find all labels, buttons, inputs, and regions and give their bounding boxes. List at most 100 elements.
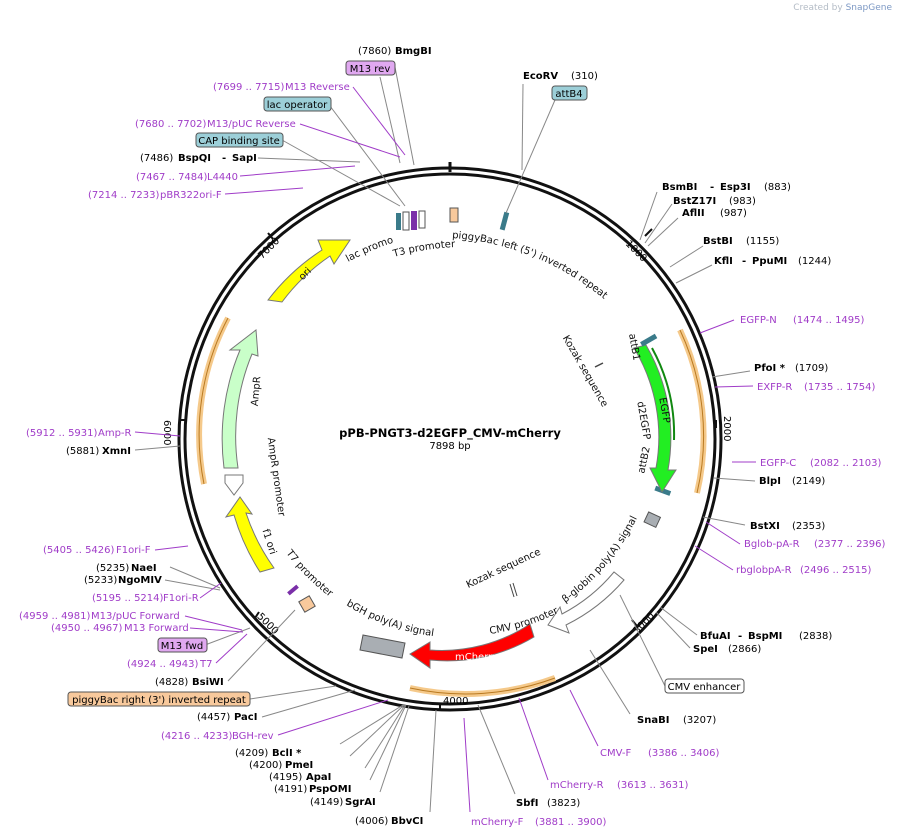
enzyme-bfuai-bspmi[interactable]: BfuAI - BspMI (2838) [700, 631, 832, 642]
enzyme-sgrai[interactable]: (4149) SgrAI [310, 797, 376, 808]
attb4-box [551, 85, 588, 101]
m13fwd-box-label: M13 fwd [161, 641, 203, 652]
enzyme-blpi[interactable]: BlpI (2149) [759, 476, 825, 487]
enzyme-name: BfuAI [700, 631, 731, 642]
enzyme-kfli-ppumi[interactable]: KflI - PpuMI (1244) [714, 256, 831, 267]
primer-m13rev[interactable]: (7699 .. 7715) M13 Reverse [213, 82, 350, 93]
primer-name: M13 Forward [124, 623, 189, 634]
leader-m13fwd-box [204, 627, 251, 646]
primer-l4440[interactable]: (7467 .. 7484) L4440 [136, 172, 238, 183]
enzyme-pos: (2353) [792, 521, 825, 532]
primer-exfpr[interactable]: EXFP-R (1735 .. 1754) [757, 382, 876, 393]
enzyme-ngomiv[interactable]: (5233) NgoMIV [84, 575, 162, 586]
leader-attb4 [505, 99, 556, 214]
primer-line-ampr [134, 431, 181, 437]
leader-pfoi [711, 370, 751, 378]
enzyme-pspomi[interactable]: (4191) PspOMI [274, 784, 351, 795]
piggybac-right-box [67, 691, 251, 707]
enzyme-name: BsmBI [662, 182, 697, 193]
primer-m13fwd[interactable]: (4950 .. 4967) M13 Forward [51, 623, 189, 634]
primer-t7[interactable]: (4924 .. 4943) T7 [127, 659, 212, 670]
enzyme-spei[interactable]: SpeI (2866) [693, 644, 761, 655]
attb2-label: attB2 [636, 446, 652, 475]
enzyme-bspqi-sapi[interactable]: (7486) BspQI - SapI [140, 153, 257, 164]
enzyme-labels: (7860) BmgBI EcoRV (310) (7486) BspQI - … [66, 46, 832, 827]
enzyme-pos: (4828) [155, 677, 188, 688]
enzyme-aflii[interactable]: AflII (987) [682, 208, 747, 219]
enzyme-bstz17i[interactable]: BstZ17I (983) [673, 196, 756, 207]
kozak2-mark-a [509, 583, 515, 598]
primer-cmvf[interactable]: CMV-F (3386 .. 3406) [600, 748, 720, 759]
primer-range: (2082 .. 2103) [810, 458, 882, 469]
enzyme-pos: (1155) [746, 236, 779, 247]
enzyme-xmni[interactable]: (5881) XmnI [66, 446, 131, 457]
leader-bstbi [669, 245, 704, 268]
leader-cmv-enhancer [619, 594, 666, 687]
primer-m13puc-rev[interactable]: (7680 .. 7702) M13/pUC Reverse [135, 119, 296, 130]
primer-egfpn[interactable]: EGFP-N (1474 .. 1495) [740, 315, 865, 326]
enzyme-bcli[interactable]: (4209) BclI * [235, 748, 302, 759]
leader-kfli [675, 264, 713, 284]
leader-pmei [349, 704, 405, 757]
enzyme-name: NaeI [131, 563, 157, 574]
cmv-enhancer-box [664, 678, 745, 694]
enzyme-bstxi[interactable]: BstXI (2353) [750, 521, 825, 532]
primer-range: (7214 .. 7233) [88, 190, 160, 201]
primer-bglob[interactable]: Bglob-pA-R (2377 .. 2396) [744, 539, 886, 550]
primer-mcherryf[interactable]: mCherry-F (3881 .. 3900) [471, 817, 607, 828]
enzyme-name: BclI * [272, 748, 302, 759]
primer-line-m13puc-rev [299, 123, 401, 158]
enzyme-naei[interactable]: (5235) NaeI [96, 563, 157, 574]
leader-lac-operator [329, 105, 406, 207]
enzyme-name: EcoRV [523, 71, 558, 82]
enzyme-bstbi[interactable]: BstBI (1155) [703, 236, 779, 247]
ampr-arrow [221, 329, 259, 469]
enzyme-pfoi[interactable]: PfoI * (1709) [754, 363, 828, 374]
cmv-enhancer-box-label: CMV enhancer [668, 682, 742, 693]
enzyme-name: PacI [234, 712, 257, 723]
primer-range: (7467 .. 7484) [136, 172, 208, 183]
tick-1000 [644, 228, 653, 237]
piggybac-left-feature [449, 207, 459, 223]
enzyme-bmgbi[interactable]: (7860) BmgBI [358, 46, 432, 57]
primer-range: (4924 .. 4943) [127, 659, 199, 670]
enzyme-bsmbi-esp3i[interactable]: BsmBI - Esp3I (883) [662, 182, 791, 193]
primer-line-egfpn [699, 319, 735, 334]
primer-ampr[interactable]: (5912 .. 5931) Amp-R [26, 428, 132, 439]
enzyme-ecorv[interactable]: EcoRV (310) [523, 71, 598, 82]
leader-ngomiv [164, 579, 221, 591]
enzyme-sbfi[interactable]: SbfI (3823) [516, 798, 580, 809]
primer-egfpc[interactable]: EGFP-C (2082 .. 2103) [760, 458, 882, 469]
enzyme-paci[interactable]: (4457) PacI [197, 712, 257, 723]
t3-promoter-mark [418, 210, 426, 229]
primer-f1orir[interactable]: (5195 .. 5214) F1ori-R [92, 593, 199, 604]
primer-name: EXFP-R [757, 382, 792, 393]
enzyme-sep: - [742, 256, 746, 267]
lac-operator-box-label: lac operator [267, 100, 328, 111]
primer-m13puc-fwd[interactable]: (4959 .. 4981) M13/pUC Forward [19, 611, 180, 622]
leader-bspqi [257, 157, 361, 163]
primer-rbglob[interactable]: rbglobpA-R (2496 .. 2515) [736, 565, 872, 576]
leader-bcli [339, 704, 404, 745]
enzyme-name: PfoI * [754, 363, 786, 374]
lac-promoter-mark [402, 211, 410, 231]
leader-m13rev-box [379, 76, 401, 164]
enzyme-pmei[interactable]: (4200) PmeI [249, 760, 313, 771]
enzyme-bbvci[interactable]: (4006) BbvCI [355, 816, 423, 827]
primer-f1orif[interactable]: (5405 .. 5426) F1ori-F [43, 545, 151, 556]
enzyme-bsiwi[interactable]: (4828) BsiWI [155, 677, 224, 688]
primer-line-bglob [705, 521, 741, 545]
leader-xmni [134, 445, 181, 451]
primer-mcherryr[interactable]: mCherry-R (3613 .. 3631) [550, 780, 689, 791]
enzyme-snabi[interactable]: SnaBI (3207) [637, 715, 716, 726]
enzyme-name: PmeI [285, 760, 313, 771]
primer-pbr322[interactable]: (7214 .. 7233) pBR322ori-F [88, 190, 222, 201]
primer-bghrev[interactable]: (4216 .. 4233) BGH-rev [161, 731, 274, 742]
enzyme-pos: (4006) [355, 816, 388, 827]
enzyme-apai[interactable]: (4195) ApaI [269, 772, 331, 783]
primer-line-m13puc-fwd [184, 615, 243, 631]
leader-ecorv [521, 83, 524, 171]
enzyme-pos: (4195) [269, 772, 302, 783]
primer-line-mcherryr [518, 697, 549, 781]
